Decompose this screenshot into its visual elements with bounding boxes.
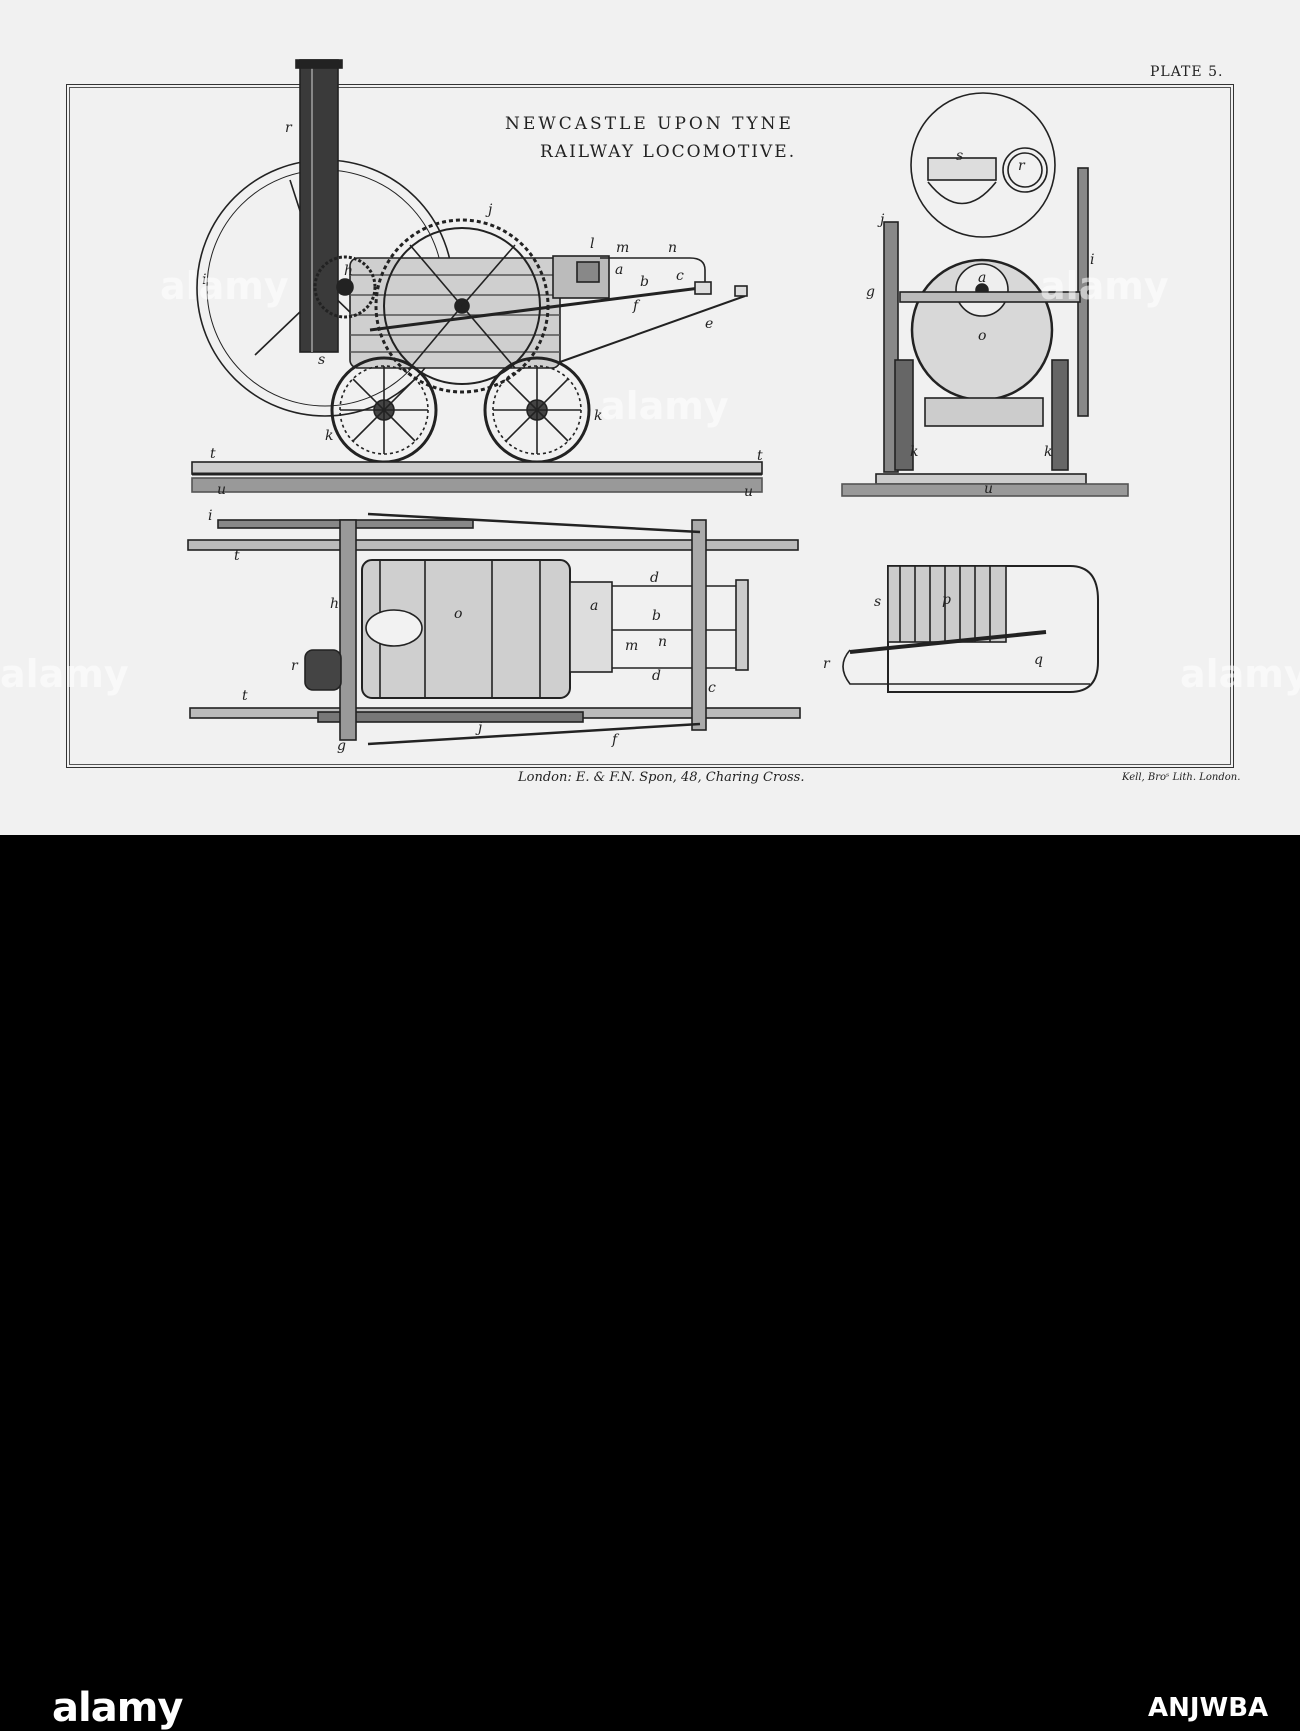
label-side-c: c (676, 268, 684, 284)
label-firebox-p: p (942, 592, 951, 608)
label-plan-b: b (652, 608, 661, 624)
label-firebox-s: s (874, 594, 882, 610)
plate-number: PLATE 5. (1150, 64, 1224, 80)
plate-title-line1: NEWCASTLE UPON TYNE (505, 114, 794, 134)
label-plan-i: i (208, 508, 213, 524)
label-plan-a: a (590, 598, 599, 614)
label-plan-c: c (708, 680, 716, 696)
label-side-t1: t (210, 446, 216, 462)
label-plan-d1: d (650, 570, 659, 586)
label-plan-d2: d (652, 668, 661, 684)
label-plan-o: o (454, 606, 463, 622)
firebox-outline (887, 565, 1099, 693)
end-detail-chimney (1002, 147, 1048, 193)
plate-border (66, 84, 1234, 768)
label-side-t2: t (757, 448, 763, 464)
stock-logo: alamy (52, 1685, 183, 1731)
label-side-f: f (633, 298, 639, 314)
label-side-m: m (616, 240, 630, 256)
rail-side (191, 461, 763, 475)
label-end-k1: k (910, 444, 919, 460)
label-plan-g: g (337, 738, 346, 754)
label-side-h: h (344, 263, 354, 279)
chimney (299, 59, 339, 353)
watermark-overlay-5: alamy (1180, 652, 1300, 696)
watermark-overlay-1: alamy (160, 264, 289, 308)
label-end-g: g (866, 284, 875, 300)
label-side-b: b (640, 274, 649, 290)
label-plan-t2: t (242, 688, 248, 704)
lithographer-credit: Kell, Broˢ Lith. London. (1122, 772, 1241, 783)
label-side-e: e (705, 316, 714, 332)
stock-image-id: ANJWBA (1148, 1693, 1269, 1723)
watermark-overlay-2: alamy (600, 384, 729, 428)
rail-end (875, 473, 1087, 485)
firebox-plan (842, 565, 1099, 693)
label-end-u: u (984, 481, 994, 497)
label-plan-r: r (291, 658, 298, 674)
watermark-overlay-3: alamy (1040, 264, 1169, 308)
label-side-k2: k (594, 408, 603, 424)
end-detail-circle (910, 92, 1056, 238)
label-plan-j: j (478, 720, 483, 736)
label-side-n: n (668, 240, 678, 256)
label-plan-h: h (330, 596, 340, 612)
label-plan-m: m (625, 638, 639, 654)
end-elevation (841, 92, 1129, 497)
stock-photo-footer: alamy ANJWBA (0, 835, 1300, 1731)
label-side-u2: u (744, 484, 754, 500)
label-end-j: j (880, 212, 885, 228)
boiler (349, 257, 561, 369)
label-side-r: r (285, 120, 292, 136)
plan-view (187, 512, 801, 746)
plan-chimney (304, 649, 342, 691)
label-end-i: i (1090, 252, 1095, 268)
label-end-r: r (1018, 158, 1025, 174)
rail-plan-top (187, 539, 799, 551)
label-end-o: o (978, 328, 987, 344)
plate-title-line2: RAILWAY LOCOMOTIVE. (540, 142, 797, 162)
label-end-a: a (978, 270, 987, 286)
label-firebox-r: r (823, 656, 830, 672)
pinion-gear (313, 255, 377, 319)
label-side-a: a (615, 262, 624, 278)
wheel-rear (483, 356, 591, 464)
locomotive-drawing (187, 59, 1129, 746)
label-side-l: l (590, 236, 595, 252)
label-end-s: s (956, 148, 964, 164)
label-side-u1: u (217, 482, 227, 498)
label-plan-f: f (612, 732, 618, 748)
connecting-rod (369, 286, 701, 332)
label-side-s: s (318, 352, 326, 368)
label-firebox-q: q (1034, 652, 1043, 668)
plate-page: PLATE 5. NEWCASTLE UPON TYNE RAILWAY LOC… (0, 0, 1300, 835)
side-elevation (191, 59, 763, 493)
label-plan-t1: t (234, 548, 240, 564)
label-side-i: i (202, 272, 207, 288)
wheel-front (330, 356, 438, 464)
publisher-credit: London: E. & F.N. Spon, 48, Charing Cros… (518, 770, 805, 785)
label-plan-n: n (658, 634, 668, 650)
watermark-overlay-4: alamy (0, 652, 129, 696)
label-end-k2: k (1044, 444, 1053, 460)
label-side-k1: k (325, 428, 334, 444)
label-side-j: j (488, 202, 493, 218)
